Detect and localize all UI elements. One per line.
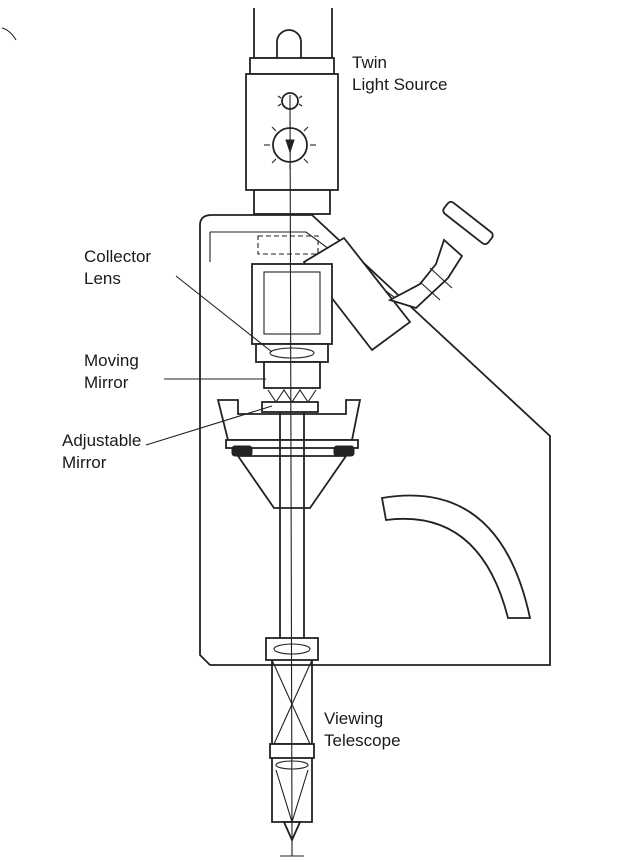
label-viewing-telescope: Viewing Telescope xyxy=(324,709,401,750)
light-source-housing xyxy=(245,8,339,215)
adjustable-mirror-stage xyxy=(216,399,362,509)
leader-lines xyxy=(145,275,273,446)
label-collector-lens: Collector Lens xyxy=(84,247,152,288)
arc-scale xyxy=(380,494,532,619)
label-moving-mirror: Moving Mirror xyxy=(84,351,139,392)
optical-axis xyxy=(289,94,293,841)
dashed-housing xyxy=(257,235,319,255)
label-twin-light-source: Twin Light Source xyxy=(352,53,448,94)
scan-artifact xyxy=(1,27,17,41)
telescope-tube xyxy=(265,412,319,857)
label-adjustable-mirror: Adjustable Mirror xyxy=(62,431,142,472)
moving-mirror-block xyxy=(263,361,321,403)
instrument-body xyxy=(199,214,551,666)
collector-lens-housing xyxy=(251,263,333,363)
